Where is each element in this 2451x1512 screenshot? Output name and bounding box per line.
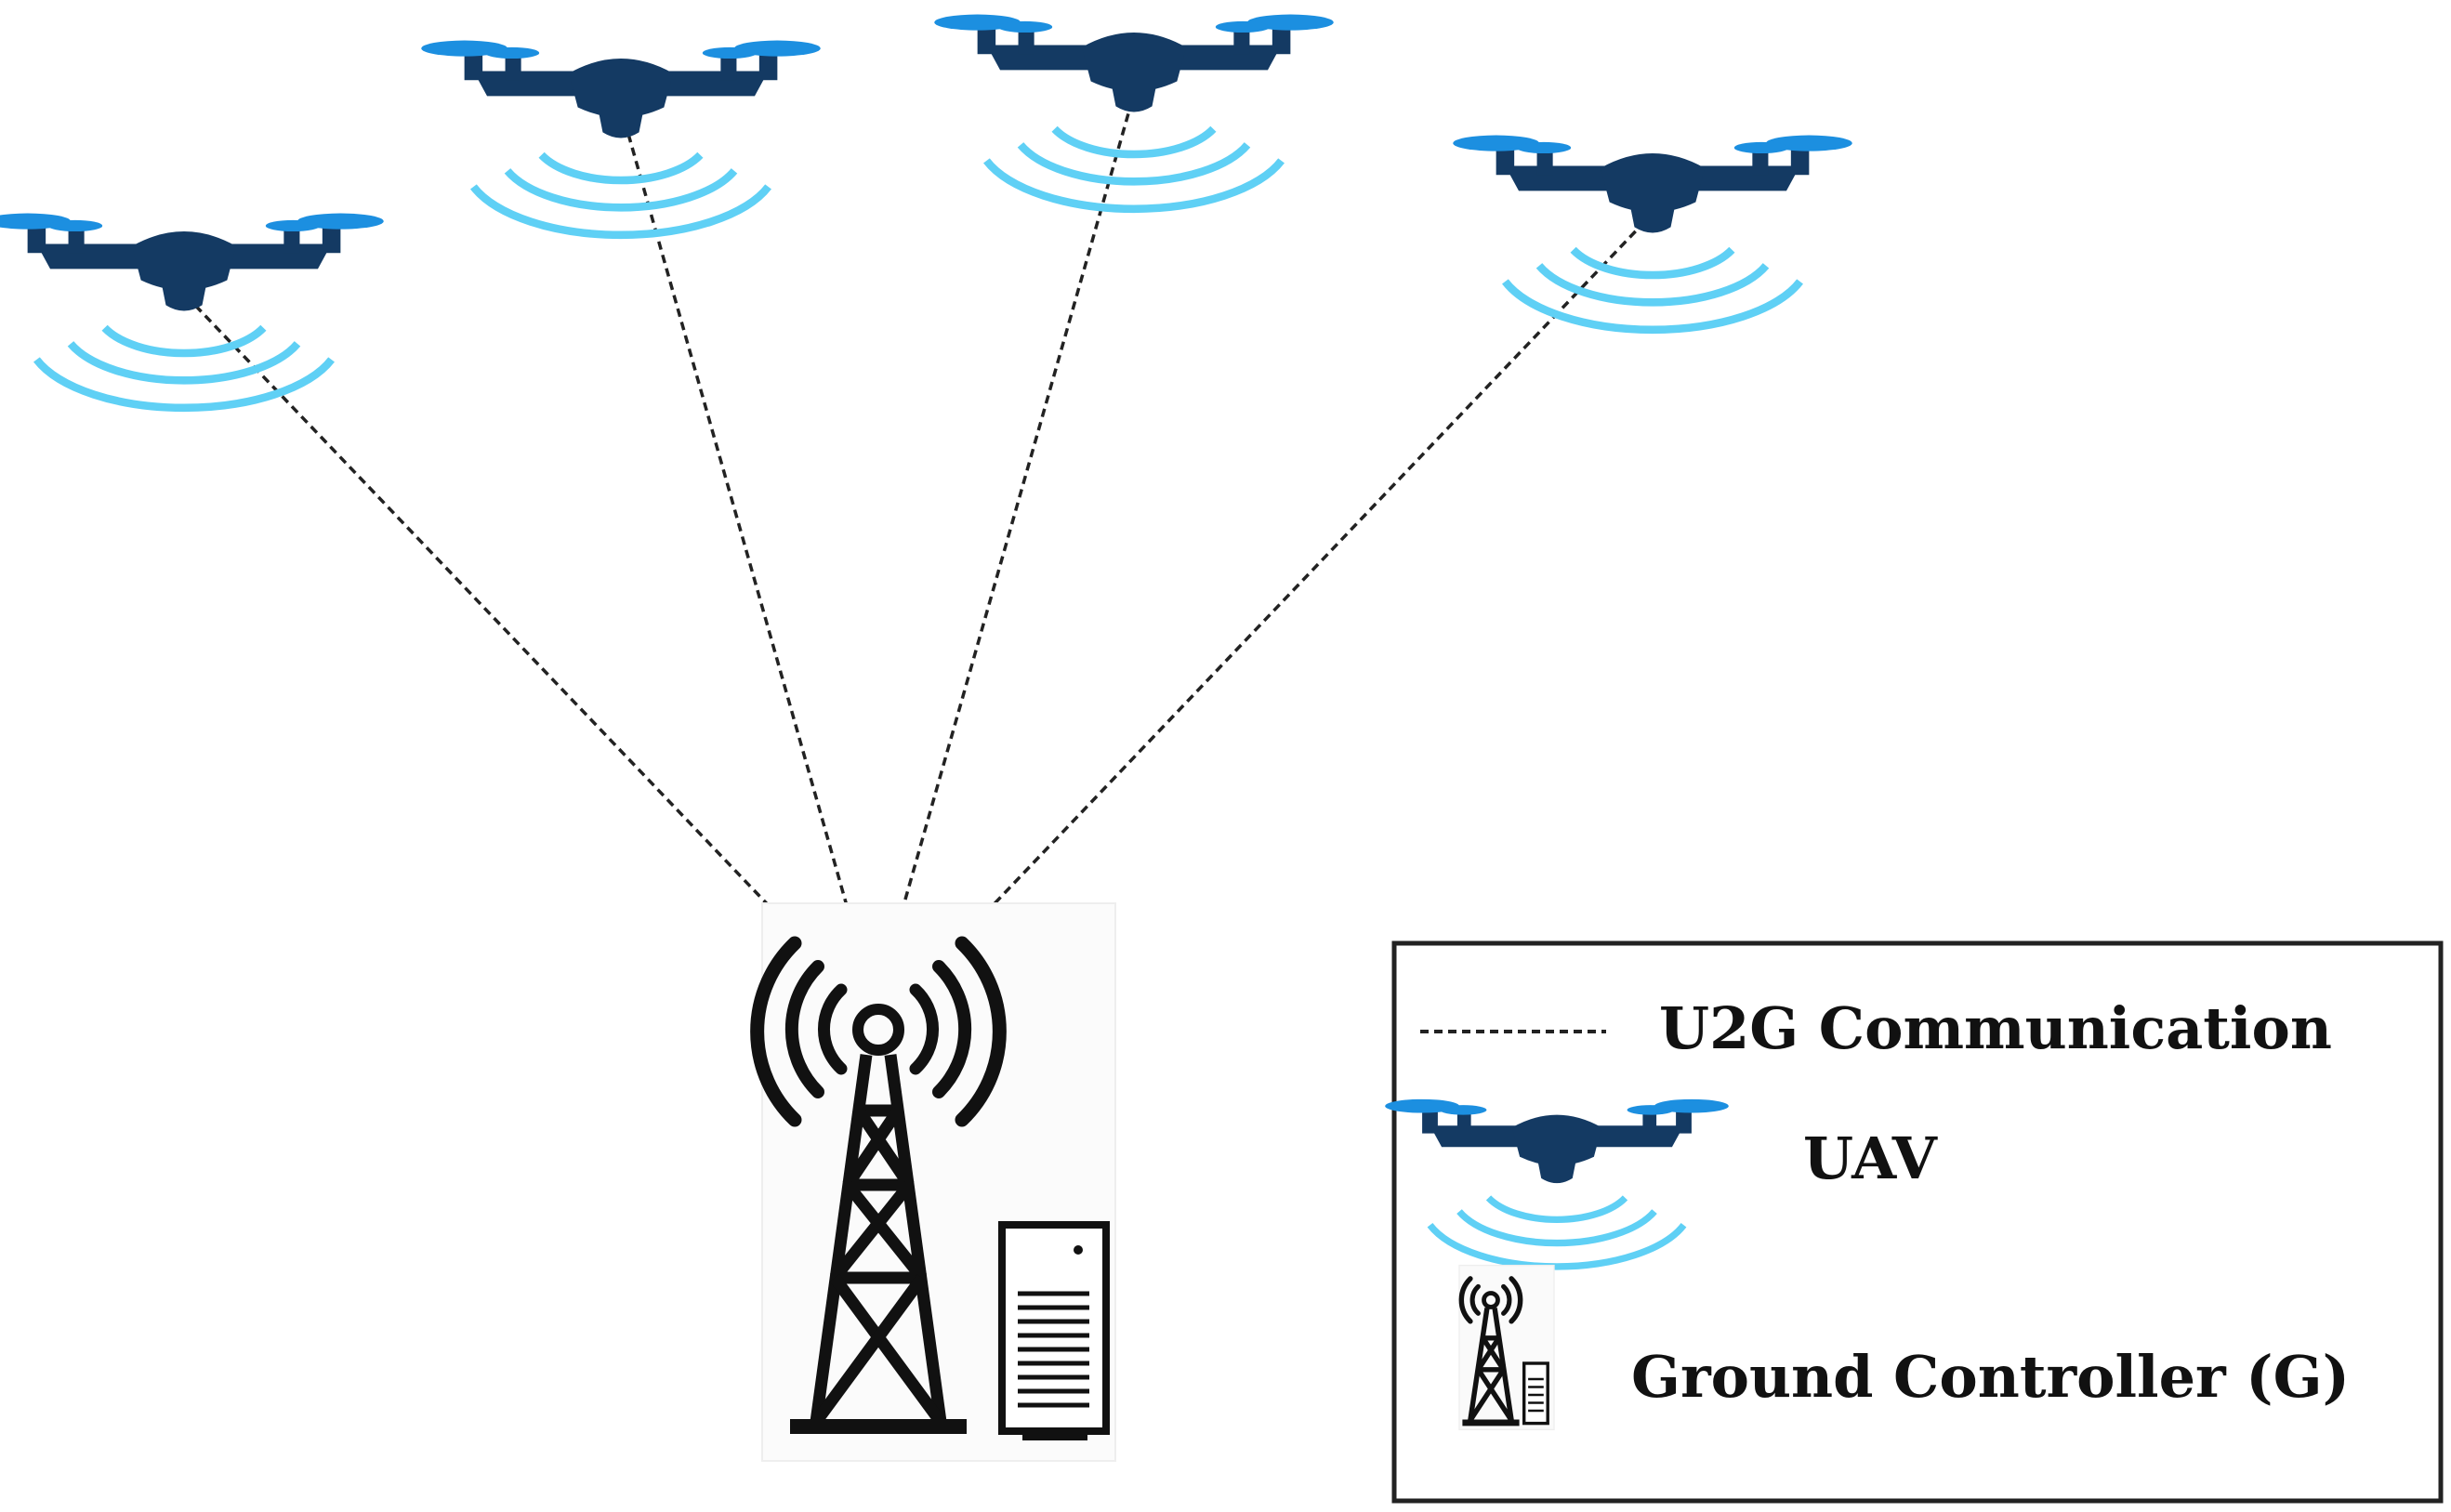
uav-icon xyxy=(421,41,820,235)
uav-icon xyxy=(934,15,1333,209)
server-icon xyxy=(998,1221,1110,1440)
legend-label-uav: UAV xyxy=(1803,1124,1937,1192)
u2g-link-4 xyxy=(942,219,1647,959)
u2g-link-3 xyxy=(876,99,1134,995)
uav-1 xyxy=(0,214,384,408)
legend-label-ground-controller: Ground Controller (G) xyxy=(1631,1343,2350,1411)
ground-controller xyxy=(750,902,1116,1462)
tower-signal-icon xyxy=(750,936,1007,1127)
legend xyxy=(1385,940,2444,1504)
u2g-link-2 xyxy=(623,120,874,995)
tower-icon xyxy=(790,1054,967,1434)
uav-3 xyxy=(934,15,1333,209)
ground-controller-icon xyxy=(1458,1264,1555,1431)
uav-4 xyxy=(1453,136,1851,330)
uav-icon xyxy=(1453,136,1851,330)
uav-2 xyxy=(421,41,820,235)
uav-icon xyxy=(0,214,384,408)
u2g-links xyxy=(184,99,1647,995)
legend-label-u2g: U2G Communication xyxy=(1659,994,2332,1062)
